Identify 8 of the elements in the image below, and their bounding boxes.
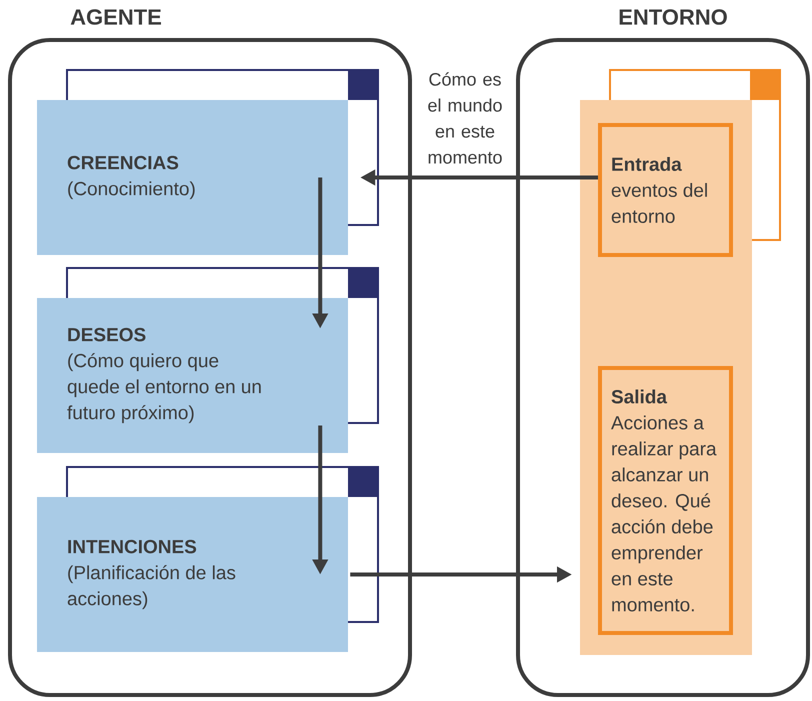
card: CREENCIAS (Conocimiento) — [37, 100, 348, 255]
edge-label: Cómo es el mundo en este momento — [420, 71, 510, 165]
panel-heading: ENTORNO — [620, 9, 727, 25]
card: DESEOS (Cómo quiero que quede el entorno en un futuro próximo) — [37, 298, 348, 453]
text-box: Entrada eventos del entorno — [598, 123, 733, 257]
card: INTENCIONES (Planificación de las acciones) — [37, 497, 348, 652]
panel-heading: AGENTE — [70, 9, 161, 25]
text-box: Salida Acciones a realizar para alcanzar un deseo. Qué acción debe emprender en este momento. — [598, 366, 733, 635]
